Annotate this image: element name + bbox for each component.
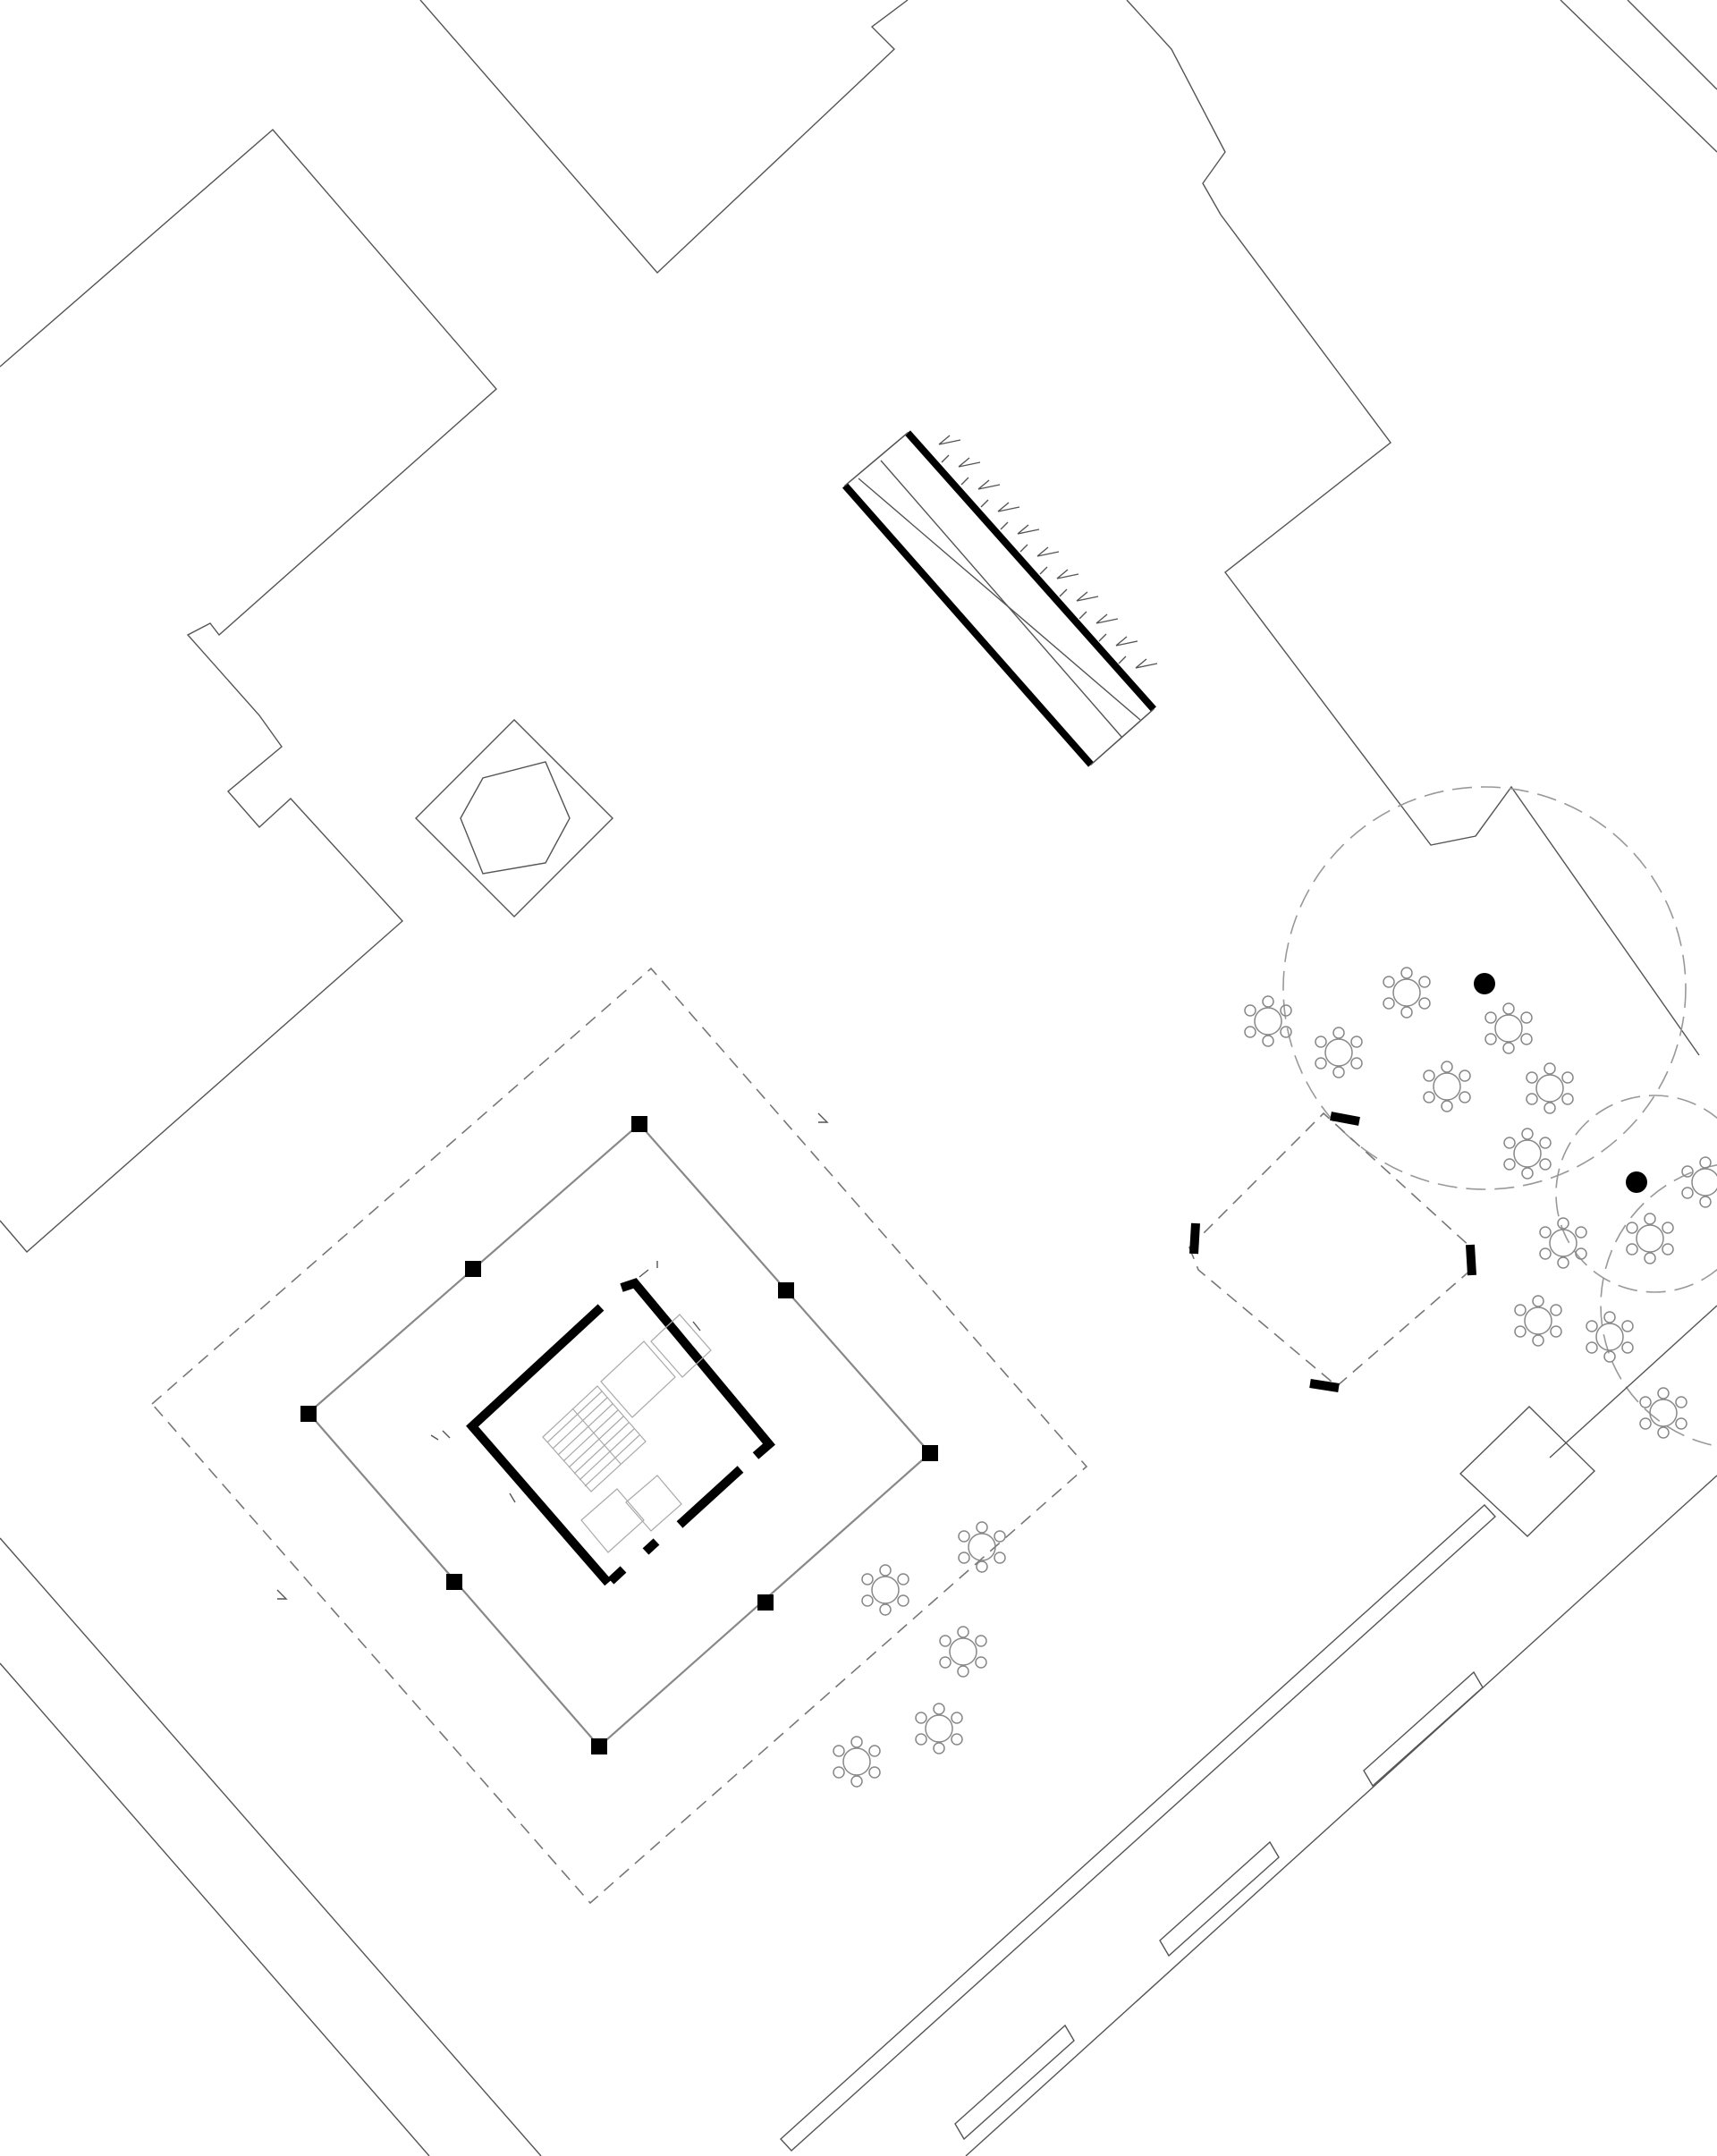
bench-b [1159,1840,1280,1957]
cafe-table [1681,1156,1717,1208]
cafe-table [1514,1295,1562,1347]
strip-lower-edge [965,1475,1717,2156]
tower-marker-bottom [276,1589,288,1600]
cafe-table [833,1736,881,1788]
hexagonal-pavilion [415,719,613,917]
cafe-table [1539,1217,1587,1269]
cafe-table [1423,1061,1471,1112]
central-tower [150,967,1088,1905]
pavilion-hexagon [460,761,571,875]
core-door-marks [430,1261,701,1503]
long-strip [780,1504,1496,2152]
tree-trunk-large [1474,973,1495,994]
ruled-bar-structure [842,430,1158,767]
bar-edge-bold-top [905,430,1156,712]
core-wall-a [466,1304,612,1586]
core-lift-b [650,1314,712,1378]
core-room-b [625,1475,682,1532]
trees [1282,786,1717,1447]
bar-edge-bold-left [842,483,1095,767]
cafe-table [1484,1002,1533,1054]
cafe-table [1503,1128,1552,1179]
cafe-table [1244,995,1292,1047]
kiosk-and-strip [780,1305,1717,2156]
hexagon-dashed-outline [1188,1112,1472,1388]
strip-upper-edge [1549,1305,1717,1458]
dashed-hexagon-area [1188,1112,1476,1392]
cafe-table [1383,967,1431,1019]
bar-endcap-bottom [1090,708,1155,765]
tower-dashed-footprint [150,967,1088,1905]
tree-canopy-edge [1600,1164,1717,1447]
bollard-bottom [1309,1379,1340,1392]
core-room-a [580,1488,645,1553]
tower-columns [300,1116,938,1754]
top-right-road-line-b [1627,0,1717,90]
left-building-outline [0,129,497,1253]
top-right-road-line-a [1560,0,1717,153]
core-wall-c [676,1466,744,1528]
tree-trunk-small [1626,1171,1647,1193]
top-building-outline [419,0,909,275]
bottom-left-building-outline-b [0,1662,430,2156]
core-stair [542,1385,647,1492]
core-lift-a [600,1340,676,1418]
cafe-tables [833,967,1717,1788]
bench-a [1363,1670,1484,1788]
tower-marker-top [817,1112,829,1123]
tree-canopy-large [1282,786,1687,1190]
cafe-table [1586,1311,1634,1363]
kiosk-square [1459,1406,1596,1537]
cafe-table [1626,1213,1674,1264]
cafe-table [939,1626,987,1678]
cafe-table [861,1564,909,1616]
bench-c [954,2024,1075,2141]
bollard-left [1189,1222,1200,1255]
cafe-table [915,1703,963,1754]
bar-diagonal-b [858,478,1141,721]
tower-core [430,1261,775,1586]
scale-ticks [938,435,1158,669]
bollard-right [1466,1244,1476,1276]
bar-endcap-top [844,432,909,486]
core-wall-b [620,1278,775,1459]
cafe-table [1639,1387,1687,1439]
tree-canopy-small [1555,1095,1717,1293]
core-wall-d [607,1566,627,1585]
core-wall-e [642,1538,660,1555]
cafe-table [958,1521,1006,1573]
cafe-table [1315,1027,1363,1078]
pavilion-square [415,719,613,917]
bollard-top [1330,1112,1360,1126]
bar-diagonal [880,460,1123,739]
right-building-outline [1126,0,1700,1056]
cafe-table [1526,1062,1574,1114]
bottom-left-building-outline [0,1537,542,2156]
tower-glass-line [307,1122,932,1748]
